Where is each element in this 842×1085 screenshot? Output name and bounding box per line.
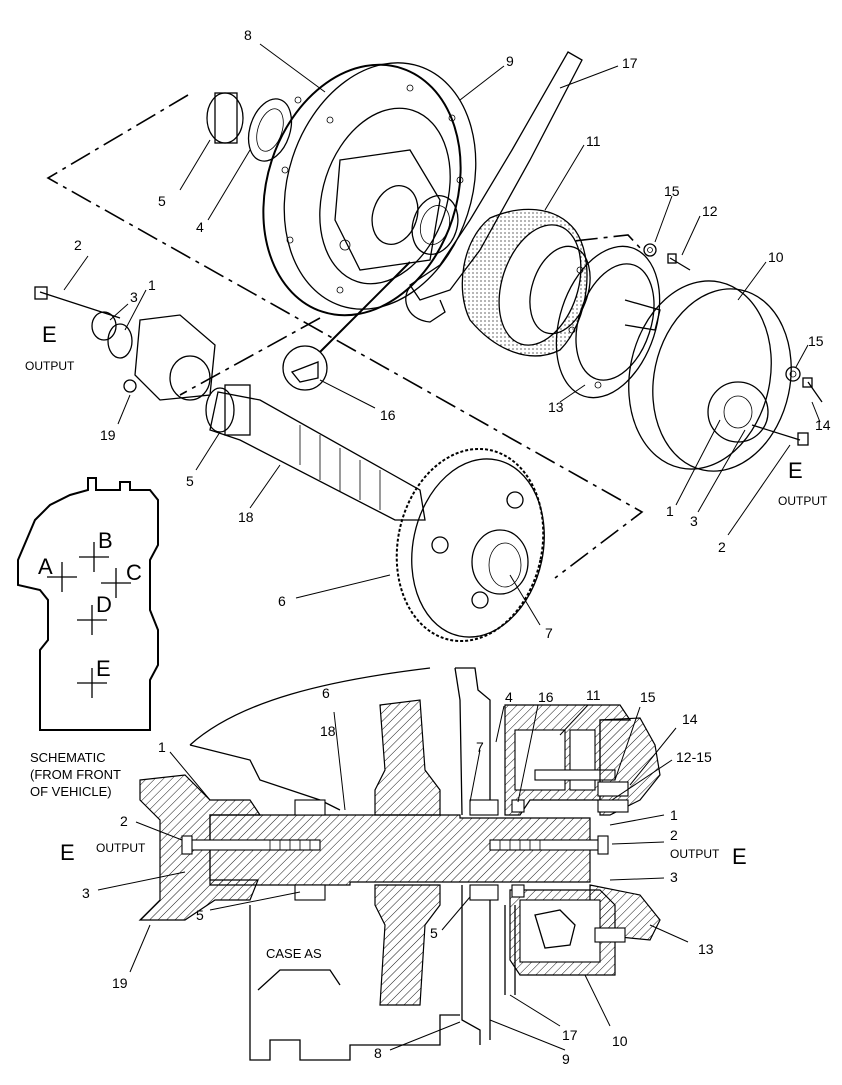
callout-12-15-bottom: 12-15	[676, 749, 712, 765]
callout-16-bottom: 16	[538, 689, 554, 705]
schematic-label-a: A	[38, 554, 53, 579]
schematic-caption-line2: (FROM FRONT	[30, 767, 121, 782]
callout-5-top: 5	[158, 193, 166, 209]
callout-6-bottom: 6	[322, 685, 330, 701]
output-shaft	[205, 384, 426, 521]
callout-3-top: 3	[130, 289, 138, 305]
callout-15b-top: 15	[808, 333, 824, 349]
callout-13-bottom: 13	[698, 941, 714, 957]
callout-13-top: 13	[548, 399, 564, 415]
callout-7-top: 7	[545, 625, 553, 641]
callout-10-bottom: 10	[612, 1033, 628, 1049]
output-drum	[628, 280, 792, 472]
schematic-label-c: C	[126, 560, 142, 585]
label-e-left-top: E	[42, 322, 57, 347]
callout-5b-bottom: 5	[430, 925, 438, 941]
callout-9-bottom: 9	[562, 1051, 570, 1067]
label-e-right-top: E	[788, 458, 803, 483]
schematic-label-b: B	[98, 528, 113, 553]
callout-15-top: 15	[664, 183, 680, 199]
callout-1-bottom: 1	[158, 739, 166, 755]
callout-3b-top: 3	[690, 513, 698, 529]
callout-2b-top: 2	[718, 539, 726, 555]
schematic: A B C D E SCHEMATIC (FROM FRONT OF VEHIC…	[17, 477, 159, 799]
small-fasteners	[643, 243, 823, 446]
upper-bearing	[206, 92, 293, 162]
leader-lines-top	[63, 43, 821, 626]
label-output-right-top: OUTPUT	[778, 494, 828, 508]
callout-19-bottom: 19	[112, 975, 128, 991]
exploded-view	[34, 51, 823, 643]
callout-11-top: 11	[586, 133, 601, 149]
callout-4-bottom: 4	[505, 689, 513, 705]
callout-17-bottom: 17	[562, 1027, 578, 1043]
flange-housing	[262, 62, 477, 317]
brake-band	[461, 208, 591, 357]
callout-5-bottom: 5	[196, 907, 204, 923]
case-label: CASE AS	[266, 946, 322, 961]
label-e-left-bottom: E	[60, 840, 75, 865]
callouts-top: 8 9 17 11 5 4 15 12 10 15 14 2 3 1 E OUT…	[25, 27, 831, 641]
gear	[395, 447, 545, 643]
callout-2-top: 2	[74, 237, 82, 253]
callout-1-top: 1	[148, 277, 156, 293]
callout-10-top: 10	[768, 249, 784, 265]
callout-19-top: 19	[100, 427, 116, 443]
callout-14-bottom: 14	[682, 711, 698, 727]
label-output-left-top: OUTPUT	[25, 359, 75, 373]
callout-1b-bottom: 1	[670, 807, 678, 823]
label-output-left-bottom: OUTPUT	[96, 841, 146, 855]
left-output-parts	[34, 286, 216, 401]
schematic-label-d: D	[96, 592, 112, 617]
label-output-right-bottom: OUTPUT	[670, 847, 720, 861]
callout-9-top: 9	[506, 53, 514, 69]
schematic-caption-line1: SCHEMATIC	[30, 750, 106, 765]
schematic-caption-line3: OF VEHICLE)	[30, 784, 112, 799]
callout-18-top: 18	[238, 509, 254, 525]
callout-6-top: 6	[278, 593, 286, 609]
label-e-right-bottom: E	[732, 844, 747, 869]
callout-15-bottom: 15	[640, 689, 656, 705]
detail-16	[282, 261, 411, 391]
callout-8-bottom: 8	[374, 1045, 382, 1061]
callout-12-top: 12	[702, 203, 718, 219]
callout-7-bottom: 7	[476, 739, 484, 755]
callout-11-bottom: 11	[586, 687, 601, 703]
callout-16-top: 16	[380, 407, 396, 423]
leader-lines-bottom	[97, 704, 689, 1051]
callout-1b-top: 1	[666, 503, 674, 519]
callout-2-bottom: 2	[120, 813, 128, 829]
schematic-label-e: E	[96, 656, 111, 681]
callout-17-top: 17	[622, 55, 638, 71]
lever	[405, 51, 583, 323]
callout-5b-top: 5	[186, 473, 194, 489]
callout-3-bottom: 3	[82, 885, 90, 901]
callout-4-top: 4	[196, 219, 204, 235]
callouts-bottom: 6 18 1 2 E OUTPUT 3 5 19 7 4 16 11 15 14…	[60, 685, 747, 1067]
carrier	[555, 245, 661, 399]
section-view: CASE AS	[138, 667, 661, 1061]
callout-8-top: 8	[244, 27, 252, 43]
callout-18-bottom: 18	[320, 723, 336, 739]
callout-14-top: 14	[815, 417, 831, 433]
callout-3b-bottom: 3	[670, 869, 678, 885]
callout-2b-bottom: 2	[670, 827, 678, 843]
